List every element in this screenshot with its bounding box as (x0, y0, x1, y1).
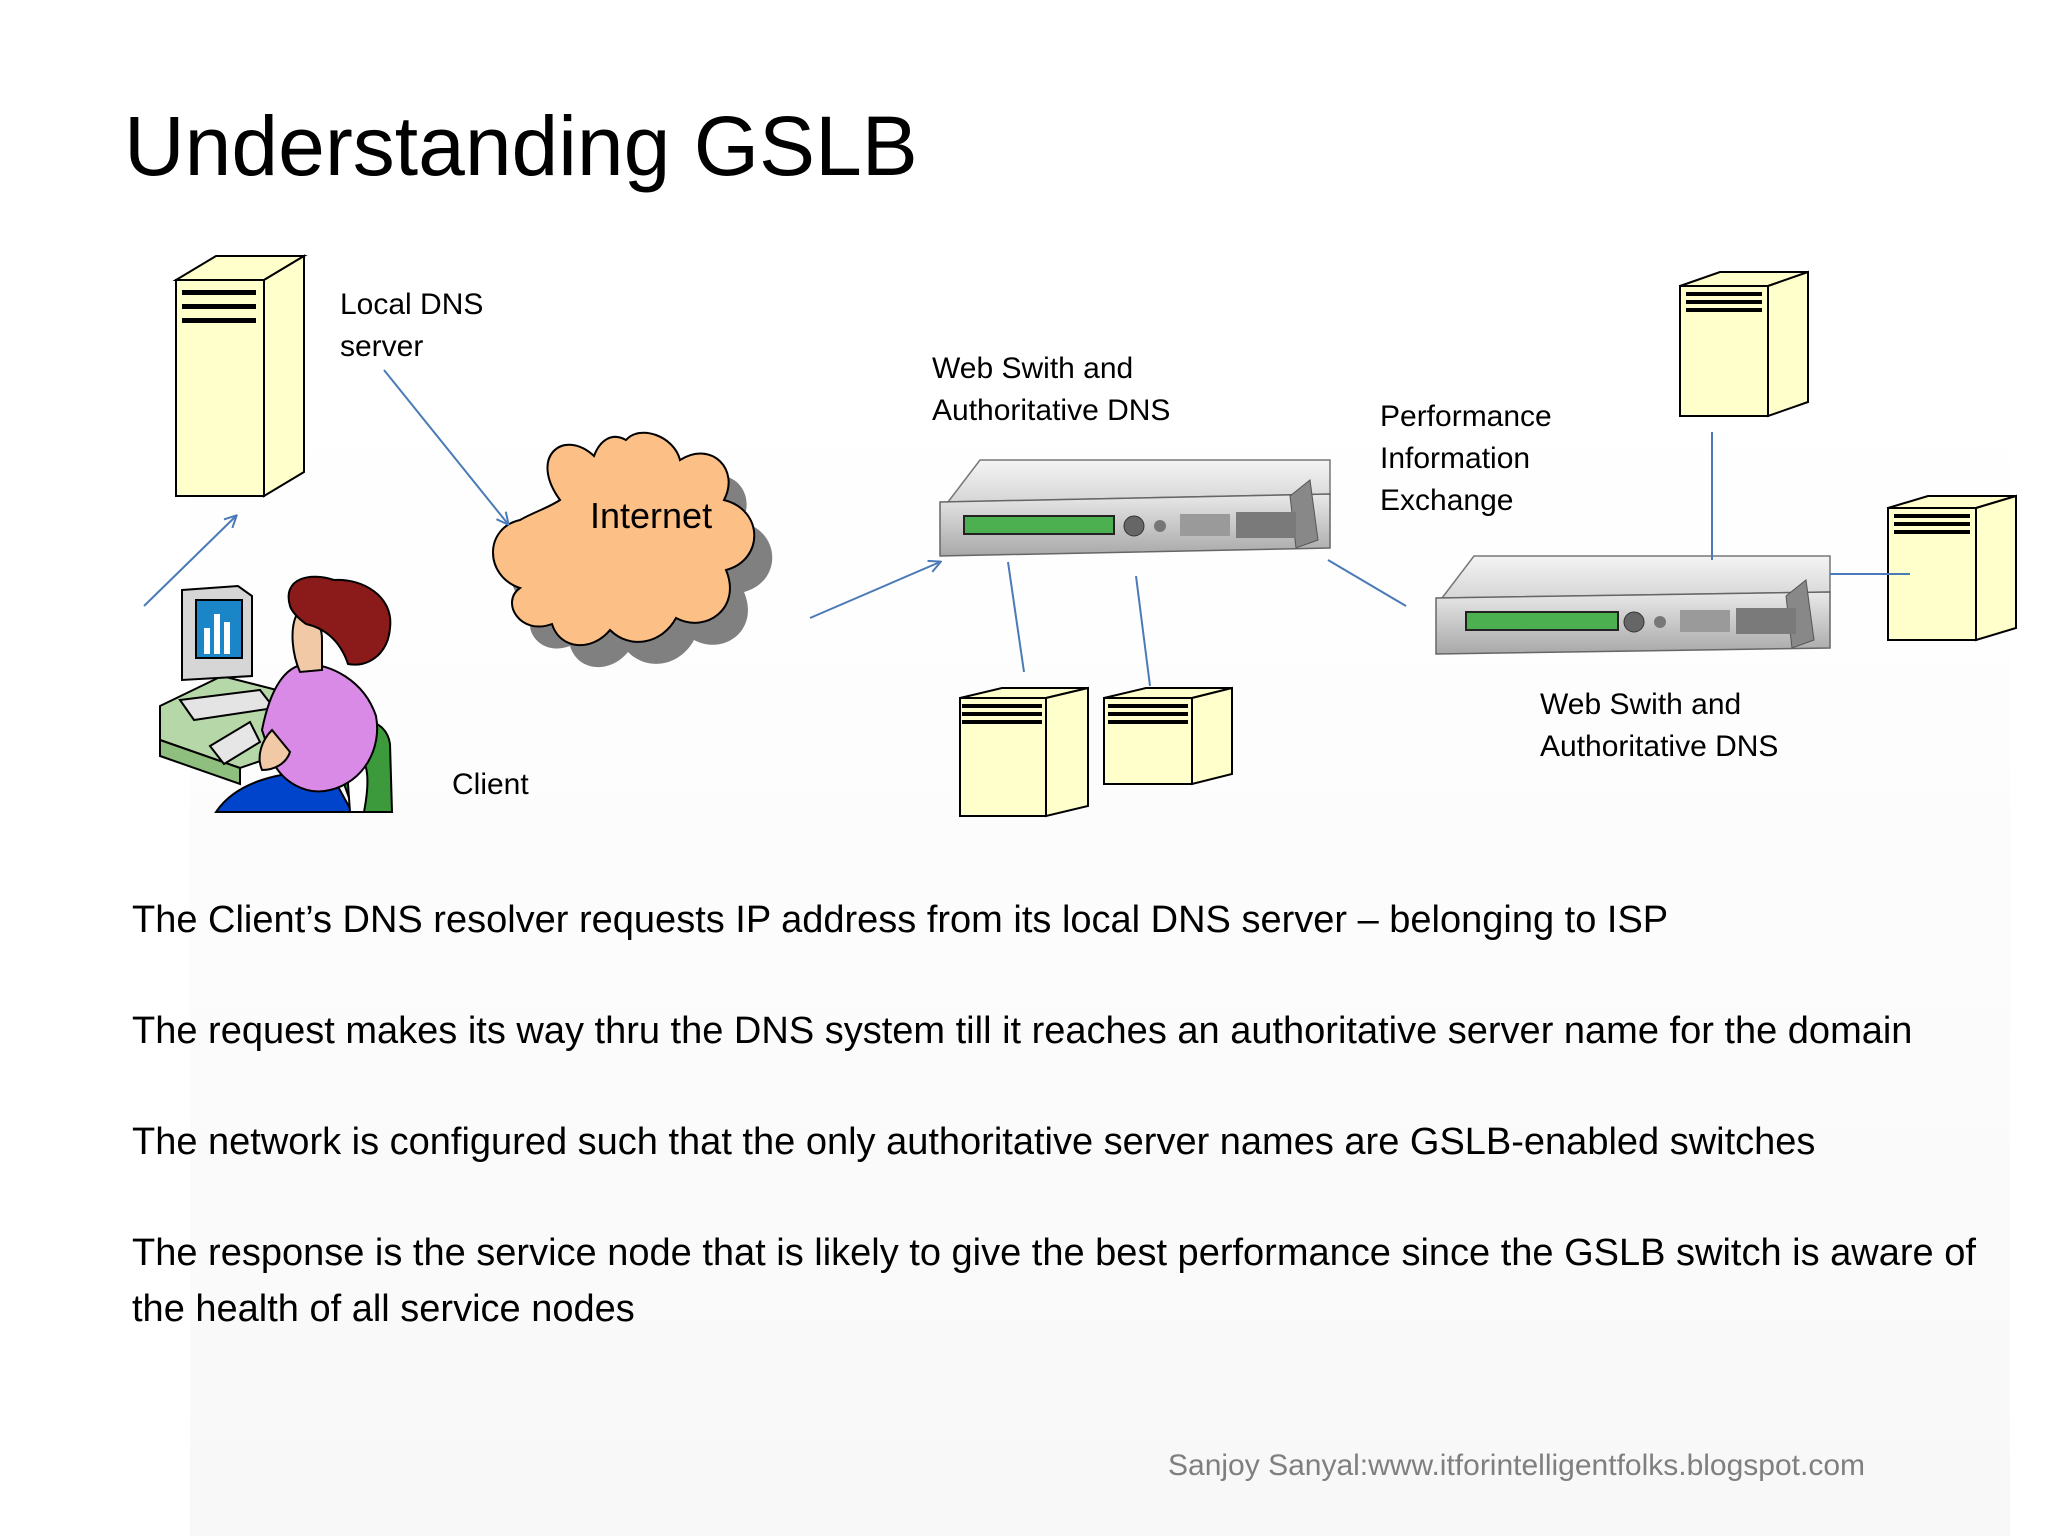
web-switch-1-label-line: Authoritative DNS (932, 394, 1171, 427)
performance-exchange-label: Performance Information Exchange (1380, 396, 1552, 522)
body-text: The Client’s DNS resolver requests IP ad… (132, 892, 1992, 1392)
client-to-dns-arrow (143, 516, 236, 607)
web-switch-2-icon (1435, 555, 1831, 655)
performance-label-line: Information (1380, 442, 1531, 475)
web-switch-2-label-line: Web Swith and (1540, 688, 1742, 721)
remote-server-right-icon (1887, 494, 2017, 642)
client-label: Client (452, 768, 529, 801)
client-user-icon (159, 575, 394, 813)
local-dns-server-icon (172, 254, 308, 498)
service-server-1-icon (959, 686, 1089, 818)
performance-label-line: Performance (1380, 400, 1552, 433)
switch-exchange-line (1327, 559, 1407, 607)
performance-label-line: Exchange (1380, 484, 1514, 517)
web-switch-2-label-line: Authoritative DNS (1540, 730, 1779, 763)
body-paragraph: The response is the service node that is… (132, 1232, 1976, 1330)
remote-server-top-icon (1679, 270, 1809, 418)
web-switch-2-label: Web Swith and Authoritative DNS (1540, 684, 1778, 768)
web-switch-1-icon (939, 459, 1331, 557)
local-dns-label-line: Local DNS (340, 288, 484, 321)
body-paragraph: The Client’s DNS resolver requests IP ad… (132, 899, 1669, 941)
connector-lines (143, 369, 1910, 687)
local-dns-label: Local DNS server (340, 284, 483, 368)
service-server-2-icon (1103, 686, 1233, 786)
switch1-to-server1-line (1007, 561, 1025, 673)
page-title: Understanding GSLB (124, 99, 918, 193)
dns-to-internet-arrow (383, 369, 508, 524)
internet-to-switch-arrow (809, 562, 940, 619)
internet-cloud-icon (492, 431, 773, 668)
switch1-to-server2-line (1135, 575, 1151, 687)
body-paragraph: The network is configured such that the … (132, 1121, 1816, 1163)
web-switch-1-label-line: Web Swith and (932, 352, 1134, 385)
body-paragraph: The request makes its way thru the DNS s… (132, 1010, 1913, 1052)
web-switch-1-label: Web Swith and Authoritative DNS (932, 348, 1170, 432)
local-dns-label-line: server (340, 330, 424, 363)
footer-credit: Sanjoy Sanyal:www.itforintelligentfolks.… (1168, 1449, 1866, 1482)
internet-label: Internet (590, 495, 713, 536)
